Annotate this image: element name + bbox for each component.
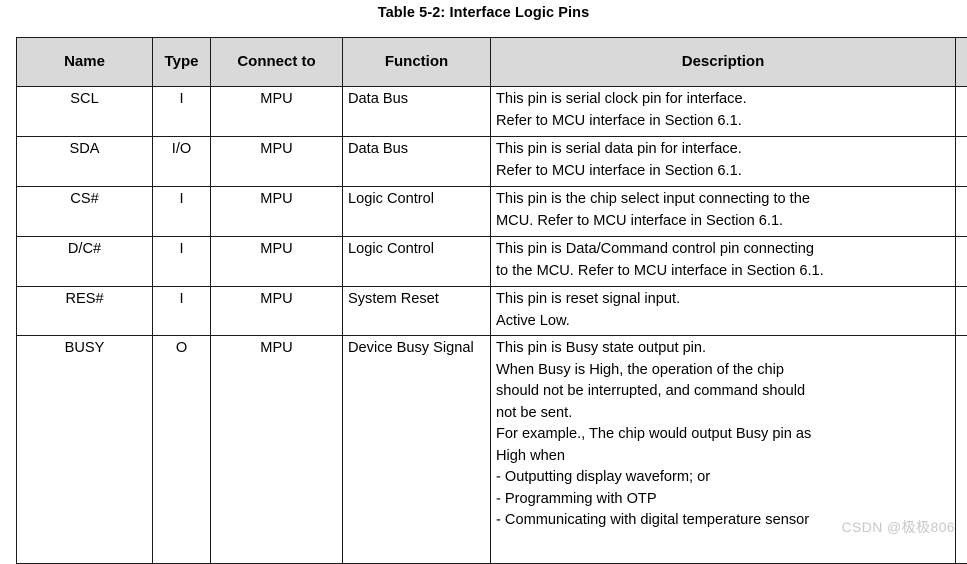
column-header-description: Description (491, 38, 956, 87)
cell-description: This pin is reset signal input.Active Lo… (491, 287, 956, 336)
table-row: CS# I MPU Logic Control This pin is the … (17, 187, 967, 237)
description-line: not be sent. (496, 403, 950, 425)
cell-overflow (956, 287, 967, 336)
cell-function: Logic Control (343, 187, 491, 237)
interface-logic-pins-table: Name Type Connect to Function Descriptio… (16, 37, 967, 564)
table-title: Table 5-2: Interface Logic Pins (0, 4, 967, 22)
cell-overflow (956, 87, 967, 137)
description-line: This pin is Busy state output pin. (496, 338, 950, 360)
description-line: should not be interrupted, and command s… (496, 381, 950, 403)
column-header-function: Function (343, 38, 491, 87)
cell-pin-name: RES# (17, 287, 153, 336)
cell-overflow (956, 336, 967, 564)
description-line: - Outputting display waveform; or (496, 467, 950, 489)
description-line: High when (496, 446, 950, 468)
cell-pin-type: I (153, 287, 211, 336)
cell-pin-name: D/C# (17, 237, 153, 287)
cell-connect-to: MPU (211, 237, 343, 287)
description-line: When Busy is High, the operation of the … (496, 360, 950, 382)
description-line: Refer to MCU interface in Section 6.1. (496, 111, 950, 133)
cell-pin-type: I (153, 187, 211, 237)
cell-overflow (956, 187, 967, 237)
cell-overflow (956, 137, 967, 187)
column-header-type: Type (153, 38, 211, 87)
table-row: RES# I MPU System Reset This pin is rese… (17, 287, 967, 336)
cell-function: Data Bus (343, 137, 491, 187)
cell-pin-type: O (153, 336, 211, 564)
cell-connect-to: MPU (211, 87, 343, 137)
table-container: Name Type Connect to Function Descriptio… (16, 37, 967, 564)
cell-description: This pin is serial data pin for interfac… (491, 137, 956, 187)
cell-pin-name: SDA (17, 137, 153, 187)
column-header-connect-to: Connect to (211, 38, 343, 87)
cell-function: System Reset (343, 287, 491, 336)
table-body: SCL I MPU Data Bus This pin is serial cl… (17, 87, 967, 564)
cell-connect-to: MPU (211, 187, 343, 237)
cell-function: Logic Control (343, 237, 491, 287)
cell-pin-type: I/O (153, 137, 211, 187)
cell-pin-type: I (153, 87, 211, 137)
cell-connect-to: MPU (211, 287, 343, 336)
table-row: SDA I/O MPU Data Bus This pin is serial … (17, 137, 967, 187)
cell-pin-name: SCL (17, 87, 153, 137)
cell-description: This pin is serial clock pin for interfa… (491, 87, 956, 137)
column-header-name: Name (17, 38, 153, 87)
cell-overflow (956, 237, 967, 287)
cell-description: This pin is Data/Command control pin con… (491, 237, 956, 287)
description-line: - Communicating with digital temperature… (496, 510, 950, 532)
table-row: BUSY O MPU Device Busy Signal This pin i… (17, 336, 967, 564)
description-line: to the MCU. Refer to MCU interface in Se… (496, 261, 950, 283)
description-line: This pin is serial data pin for interfac… (496, 139, 950, 161)
description-line: MCU. Refer to MCU interface in Section 6… (496, 211, 950, 233)
cell-function: Device Busy Signal (343, 336, 491, 564)
cell-pin-name: BUSY (17, 336, 153, 564)
cell-connect-to: MPU (211, 336, 343, 564)
table-header-row: Name Type Connect to Function Descriptio… (17, 38, 967, 87)
cell-connect-to: MPU (211, 137, 343, 187)
cell-function: Data Bus (343, 87, 491, 137)
cell-pin-type: I (153, 237, 211, 287)
table-row: D/C# I MPU Logic Control This pin is Dat… (17, 237, 967, 287)
description-line: This pin is the chip select input connec… (496, 189, 950, 211)
column-header-overflow (956, 38, 967, 87)
description-line: - Programming with OTP (496, 489, 950, 511)
description-line: For example., The chip would output Busy… (496, 424, 950, 446)
description-line: Active Low. (496, 311, 950, 333)
description-line: Refer to MCU interface in Section 6.1. (496, 161, 950, 183)
cell-description: This pin is the chip select input connec… (491, 187, 956, 237)
document-page: Table 5-2: Interface Logic Pins Name Typ… (0, 0, 967, 543)
description-line: This pin is reset signal input. (496, 289, 950, 311)
description-line: This pin is serial clock pin for interfa… (496, 89, 950, 111)
cell-pin-name: CS# (17, 187, 153, 237)
table-row: SCL I MPU Data Bus This pin is serial cl… (17, 87, 967, 137)
cell-description: This pin is Busy state output pin.When B… (491, 336, 956, 564)
description-line: This pin is Data/Command control pin con… (496, 239, 950, 261)
